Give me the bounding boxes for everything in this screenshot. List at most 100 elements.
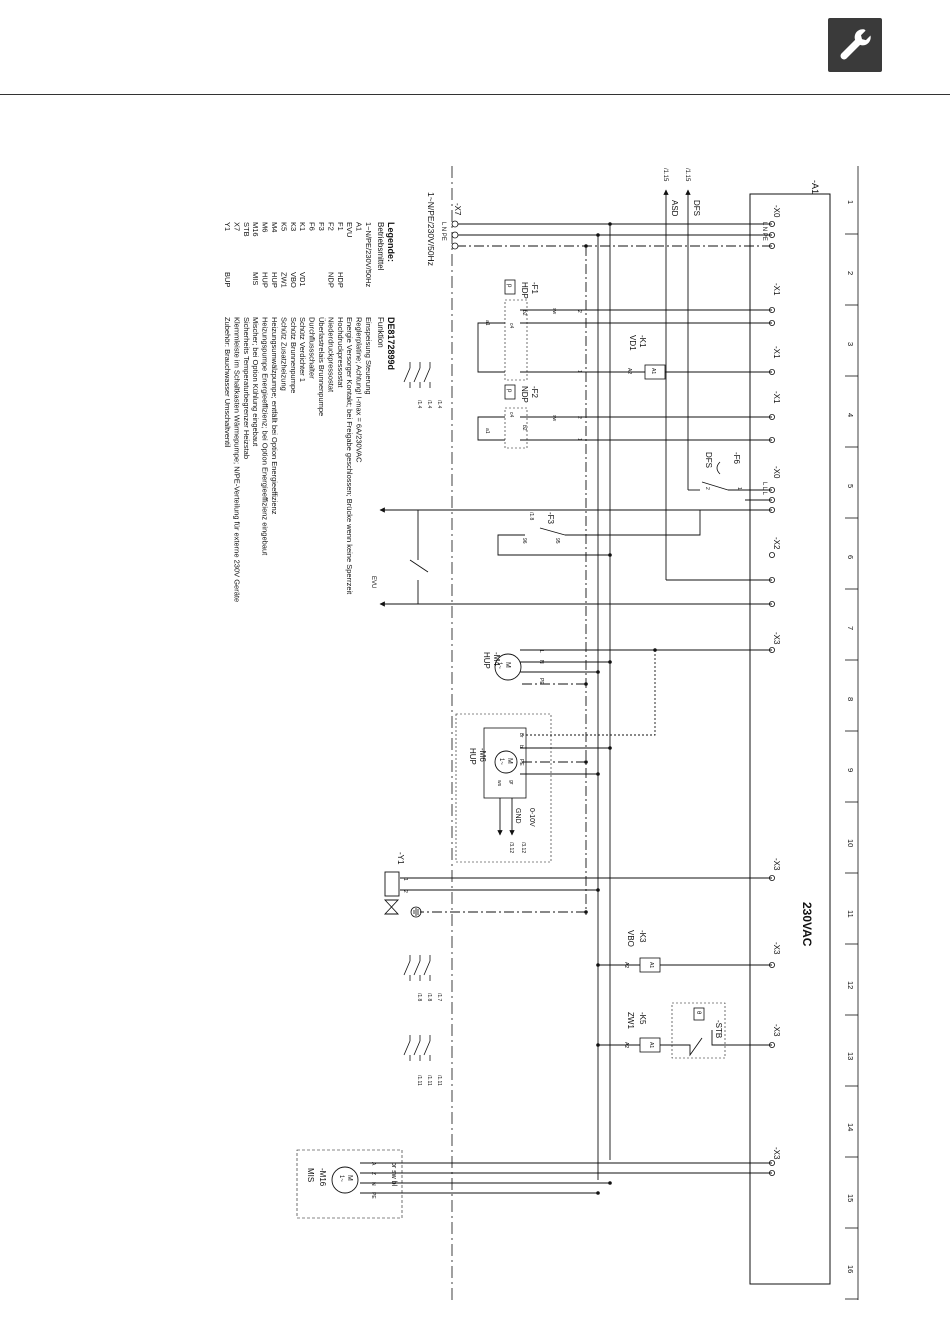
svg-text:bl: bl <box>518 745 524 749</box>
legend-name: VD1 <box>298 272 307 287</box>
column-ruler <box>845 166 859 1300</box>
svg-text:A1: A1 <box>648 1042 654 1048</box>
svg-text:96: 96 <box>521 538 527 544</box>
contact-symbol <box>423 367 431 383</box>
legend-name: HUP <box>261 272 270 288</box>
contactor-k5: -K5 ZW1 A1 A2 <box>623 1012 661 1053</box>
svg-text:1: 1 <box>402 878 408 881</box>
legend-name: BUP <box>223 272 232 287</box>
legend-tag: Y1 <box>223 222 232 231</box>
contact-symbol <box>423 1040 431 1056</box>
svg-text:b2: b2 <box>521 310 527 316</box>
legend-name: MIS <box>251 272 260 285</box>
legend: Legende: Betriebsmittel DE8172899d Funkt… <box>223 222 396 602</box>
svg-text:1~: 1~ <box>338 1175 344 1182</box>
svg-text:-F3: -F3 <box>546 512 555 525</box>
k3-ref-2: /1.8 <box>426 993 432 1002</box>
svg-text:/3.12: /3.12 <box>508 842 514 853</box>
svg-text:-F2: -F2 <box>530 386 539 399</box>
k1-ref-1: /1.4 <box>436 400 442 409</box>
svg-text:N: N <box>538 660 544 664</box>
legend-name: NDP <box>326 272 335 288</box>
svg-text:a1: a1 <box>484 320 490 326</box>
evu-label: EVU <box>370 576 376 588</box>
svg-text:HUP: HUP <box>468 748 477 765</box>
terminal-x7-pins: L N PE <box>440 222 446 241</box>
legend-desc: Energie Versorger Kontakt; bei Freigabe … <box>345 317 354 595</box>
svg-text:PE: PE <box>518 759 524 766</box>
wire-no-2: 2 <box>576 310 582 313</box>
svg-text:-K5: -K5 <box>638 1012 647 1025</box>
svg-text:HDP: HDP <box>520 282 529 299</box>
k3-ref-3: /1.8 <box>416 993 422 1002</box>
legend-tag: F2 <box>326 222 335 231</box>
board-a1 <box>749 193 831 1285</box>
svg-text:1~: 1~ <box>498 758 504 765</box>
contact-symbol <box>413 960 421 976</box>
legend-desc: Schütz Zusatzheizung <box>279 317 288 391</box>
svg-text:2: 2 <box>402 890 408 893</box>
terminal-x1b: -X1 <box>772 346 781 359</box>
terminal-x2: -X2 <box>772 537 781 550</box>
svg-text:-STB: -STB <box>714 1020 723 1038</box>
terminal-x3d: -X3 <box>772 1024 781 1037</box>
legend-tag: M4 <box>270 222 279 232</box>
legend-desc: Schütz Brunnenpumpe <box>289 317 298 393</box>
legend-desc: Reglerplatine; Achtung! I-max = 6A/230VA… <box>355 317 364 463</box>
ruler-label: 4 <box>846 413 855 417</box>
svg-text:-M4: -M4 <box>492 652 501 666</box>
svg-text:-K3: -K3 <box>638 930 647 943</box>
legend-tag: EVU <box>345 222 354 237</box>
terminal-x0b-pins: L L L <box>761 482 767 496</box>
svg-text:a1: a1 <box>484 428 490 434</box>
k5-ref-2: /1.11 <box>426 1075 432 1086</box>
ruler-label: 13 <box>846 1052 855 1060</box>
flow-switch-f6: -F6 DFS <box>701 452 741 491</box>
k3-ref-1: /1.7 <box>436 993 442 1002</box>
terminal-x1c: -X1 <box>772 391 781 404</box>
svg-text:1~: 1~ <box>496 662 502 669</box>
wire-no-8: 2 <box>704 487 710 490</box>
legend-tag: F1 <box>336 222 345 231</box>
legend-tag: K3 <box>289 222 298 231</box>
signal-asd-ref: /1.15 <box>662 168 668 182</box>
legend-desc: Heizungspumpe Energieeffizienz; bei Opti… <box>261 317 270 556</box>
motor-m6: M 1~ -M6 HUP br bl PE gr ws 0-10V GND /3… <box>455 713 552 863</box>
terminal-point <box>769 552 776 559</box>
svg-text:A2: A2 <box>623 1042 629 1048</box>
legend-tag: F6 <box>308 222 317 231</box>
ruler-label: 3 <box>846 342 855 346</box>
ruler-label: 10 <box>846 839 855 847</box>
terminal-x1a: -X1 <box>772 283 781 296</box>
contactor-k1: -K1 VD1 A1 A2 <box>626 335 666 380</box>
terminal-x0a: -X0 <box>772 205 781 218</box>
k1-ref-2: /1.4 <box>426 400 432 409</box>
legend-desc: Niederdruckpressostat <box>326 317 335 393</box>
ruler-label: 5 <box>846 484 855 488</box>
svg-text:GND: GND <box>514 808 521 824</box>
pressure-switch-f1: p -F1 HDP b2 c4 a1 <box>484 279 539 381</box>
wire-no-1: sw <box>551 308 557 315</box>
board-label: -A1 <box>810 180 820 194</box>
legend-desc: Mischer; bei Option Kühlung eingebaut <box>251 317 260 447</box>
signal-dfs: DFS <box>692 200 701 216</box>
svg-text:-K1: -K1 <box>638 335 647 348</box>
k5-ref-3: /1.11 <box>416 1075 422 1086</box>
legend-tag: STB <box>242 222 251 237</box>
legend-desc: Zubehör: Brauchwasser Umschaltventil <box>223 317 232 448</box>
terminal-x3e: -X3 <box>772 1147 781 1160</box>
legend-desc: Einspeisung Steuerung <box>364 317 373 395</box>
voltage-label: 230VAC <box>800 902 814 947</box>
svg-text:c4: c4 <box>508 412 514 418</box>
legend-doc-number: DE8172899d <box>386 317 396 370</box>
ruler-label: 7 <box>846 626 855 630</box>
contact-symbol <box>423 960 431 976</box>
svg-text:-M6: -M6 <box>478 748 487 762</box>
svg-text:-M16: -M16 <box>318 1168 327 1187</box>
wire-no-7: 1 <box>736 487 742 490</box>
svg-text:gr: gr <box>508 780 514 785</box>
svg-text:Z: Z <box>370 1172 376 1175</box>
wire-no-5: 2 <box>576 416 582 419</box>
svg-text:b2: b2 <box>521 425 527 431</box>
